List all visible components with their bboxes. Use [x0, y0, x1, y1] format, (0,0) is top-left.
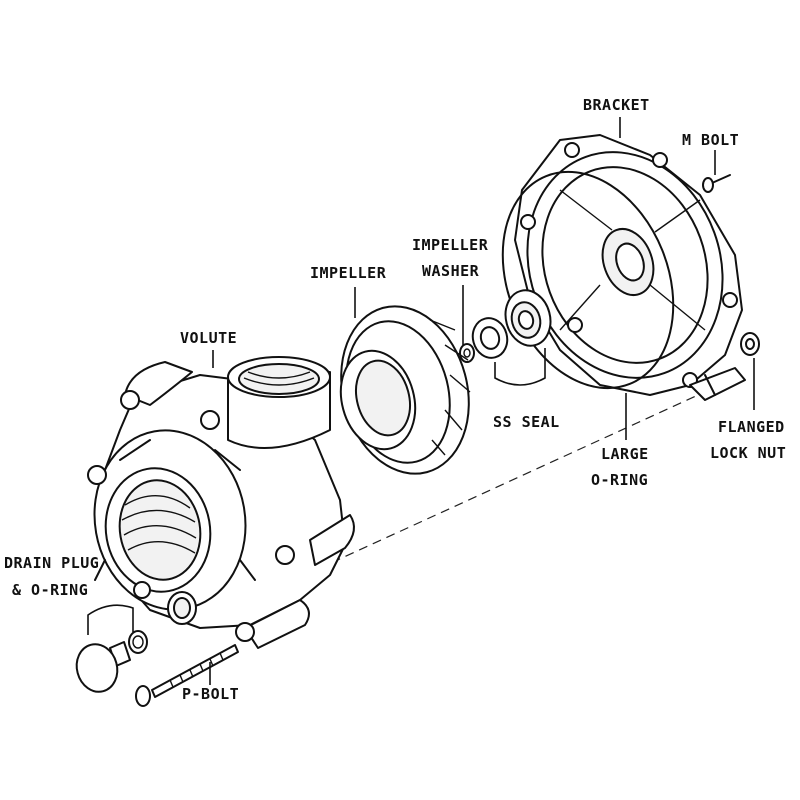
label-drain-plug-line1: DRAIN PLUG: [4, 554, 99, 572]
impeller-part: [339, 305, 471, 475]
ss-seal-part: [471, 289, 552, 359]
bracket-part: [514, 134, 746, 401]
label-ss-seal: SS SEAL: [493, 413, 560, 431]
label-p-bolt: P-BOLT: [182, 685, 239, 703]
drain-plug-leader: [87, 604, 134, 635]
label-drain-plug-line2: & O-RING: [12, 581, 88, 599]
label-volute: VOLUTE: [180, 329, 237, 347]
label-bracket: BRACKET: [583, 96, 650, 114]
ss-seal-leader: [494, 348, 546, 386]
label-m-bolt: M BOLT: [682, 131, 739, 149]
drain-plug-part: [75, 630, 148, 693]
assembly-axis: [249, 384, 721, 601]
label-impeller-washer-line2: WASHER: [422, 262, 480, 280]
flanged-lock-nut-part: [740, 332, 760, 356]
label-impeller-washer-line1: IMPELLER: [412, 236, 489, 254]
label-large-o-ring-line1: LARGE: [601, 445, 649, 463]
label-large-o-ring-line2: O-RING: [591, 471, 648, 489]
p-bolt-part: [135, 644, 239, 707]
label-flanged-line2: LOCK NUT: [710, 444, 786, 462]
label-impeller: IMPELLER: [310, 264, 387, 282]
m-bolt-part: [702, 174, 731, 193]
label-flanged-line1: FLANGED: [718, 418, 785, 436]
volute-part: [87, 356, 355, 649]
